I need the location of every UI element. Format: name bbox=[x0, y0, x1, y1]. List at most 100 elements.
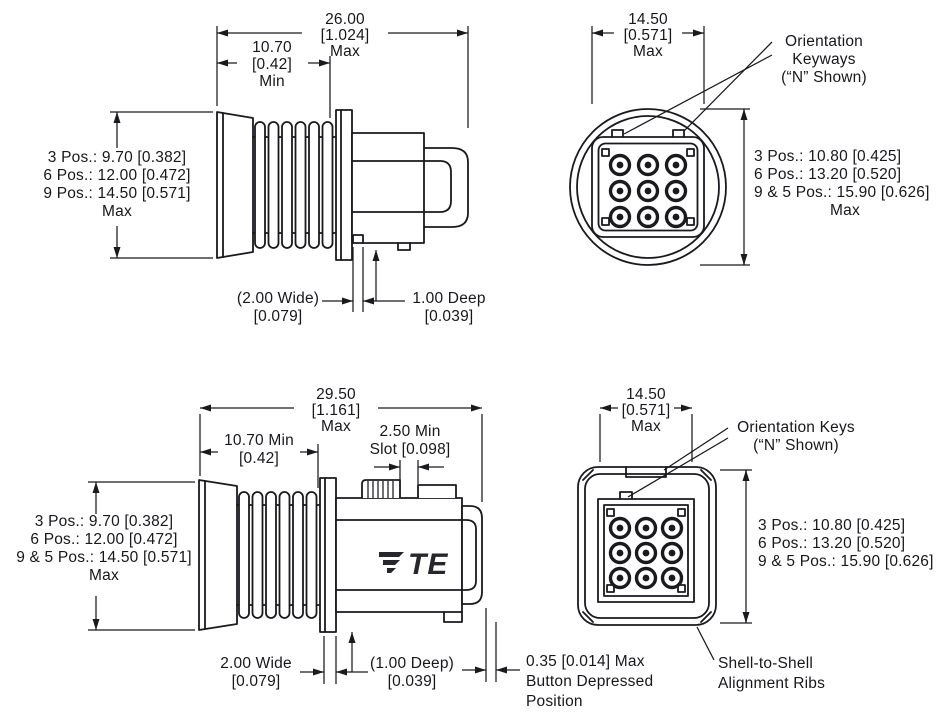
orientation-keyways bbox=[611, 129, 685, 138]
keyways-callout: Orientation Keyways (“N” Shown) bbox=[623, 33, 867, 135]
outer-shell-circle bbox=[569, 108, 727, 266]
shell-ribs-callout: Shell-to-Shell Alignment Ribs bbox=[696, 626, 825, 692]
front-width-qual: Max bbox=[631, 418, 661, 435]
keyways-line3: (“N” Shown) bbox=[781, 69, 867, 86]
groove-depth-label: (1.00 Deep) bbox=[370, 655, 454, 672]
button-line3: Position bbox=[526, 693, 583, 710]
dim-overall-mm: 29.50 bbox=[316, 386, 356, 403]
mounting-flange bbox=[335, 109, 353, 261]
dim-seal-mm: 10.70 bbox=[252, 39, 292, 56]
te-logo-mark bbox=[379, 552, 404, 573]
front-width-in: [0.571] bbox=[624, 27, 673, 44]
groove-width-in: [0.079] bbox=[232, 673, 281, 690]
dim-seal-mm: 10.70 Min bbox=[224, 432, 294, 449]
keyways-line2: Keyways bbox=[792, 51, 855, 68]
slot-in: Slot [0.098] bbox=[370, 441, 451, 458]
keys-line2: (“N” Shown) bbox=[753, 437, 839, 454]
dia-9-5pos: 9 & 5 Pos.: 15.90 [0.626] bbox=[754, 184, 930, 201]
dim-groove: (2.00 Wide) [0.079] 1.00 Deep [0.039] bbox=[237, 247, 485, 325]
dia-qual: Max bbox=[830, 202, 860, 219]
receptacle-front-view: 14.50 [0.571] Max Orientation Keyways (“… bbox=[569, 11, 930, 266]
dim-slot: 2.50 Min Slot [0.098] bbox=[370, 423, 451, 484]
dim-height-stack: 3 Pos.: 9.70 [0.382] 6 Pos.: 12.00 [0.47… bbox=[43, 111, 213, 259]
dim-front-diameter: 3 Pos.: 10.80 [0.425] 6 Pos.: 13.20 [0.5… bbox=[700, 108, 930, 266]
keys-callout: Orientation Keys (“N” Shown) bbox=[627, 419, 855, 498]
groove-notch bbox=[352, 234, 364, 244]
cavity-outline bbox=[351, 160, 452, 213]
rear-cap bbox=[198, 479, 238, 631]
dim-overall-length: 26.00 [1.024] Max bbox=[216, 11, 469, 128]
dim-seal-in: [0.42] bbox=[252, 56, 292, 73]
plug-side-view: TE 29.50 [1.161] Max 10.70 Min [0.42] 2.… bbox=[16, 386, 653, 710]
height-6pos: 6 Pos.: 12.00 [0.472] bbox=[30, 531, 177, 548]
front-width-mm: 14.50 bbox=[626, 386, 666, 403]
te-logo: TE bbox=[379, 548, 448, 581]
keyways-line1: Orientation bbox=[785, 33, 863, 50]
alignment-ribs bbox=[582, 469, 712, 623]
wire-seal-ribs bbox=[254, 121, 334, 249]
plug-front-view: 14.50 [0.571] Max Orientation Keys (“N” … bbox=[577, 386, 934, 692]
dim-front-width: 14.50 [0.571] Max bbox=[591, 11, 705, 104]
groove-depth-in: [0.039] bbox=[388, 673, 437, 690]
mating-end bbox=[461, 505, 483, 605]
front-width-in: [0.571] bbox=[622, 402, 671, 419]
dim-seal-qual: Min bbox=[259, 73, 285, 90]
height-qual: Max bbox=[102, 203, 132, 220]
dim-seal-in: [0.42] bbox=[239, 450, 279, 467]
groove-width-label: 2.00 Wide bbox=[220, 655, 292, 672]
height-9pos: 9 Pos.: 14.50 [0.571] bbox=[43, 185, 190, 202]
contact-pins bbox=[608, 516, 684, 590]
front-width-qual: Max bbox=[633, 43, 663, 60]
ribs-line2: Alignment Ribs bbox=[718, 675, 825, 692]
receptacle-side-view: 26.00 [1.024] Max 10.70 [0.42] Min 3 Pos… bbox=[43, 11, 485, 325]
plug-front-body bbox=[577, 466, 717, 626]
groove-depth-label: 1.00 Deep bbox=[412, 290, 485, 307]
orientation-key bbox=[619, 491, 633, 500]
height-3pos: 3 Pos.: 9.70 [0.382] bbox=[48, 149, 186, 166]
dia-3pos: 3 Pos.: 10.80 [0.425] bbox=[758, 517, 905, 534]
dim-button-depressed: 0.35 [0.014] Max Button Depressed Positi… bbox=[462, 608, 653, 710]
dim-overall-length: 29.50 [1.161] Max bbox=[199, 386, 483, 502]
dim-height-stack: 3 Pos.: 9.70 [0.382] 6 Pos.: 12.00 [0.47… bbox=[16, 481, 195, 631]
button-line2: Button Depressed bbox=[526, 673, 653, 690]
contact-pins bbox=[608, 153, 688, 229]
rear-cap bbox=[216, 111, 254, 259]
groove-depth-in: [0.039] bbox=[425, 308, 474, 325]
latch-arm bbox=[417, 484, 457, 498]
latch-slot bbox=[625, 466, 667, 478]
dim-overall-qual: Max bbox=[321, 418, 351, 435]
plug-side-body: TE bbox=[198, 477, 483, 633]
dim-overall-in: [1.024] bbox=[321, 27, 370, 44]
groove-width-label: (2.00 Wide) bbox=[237, 290, 319, 307]
dim-seal-length: 10.70 Min [0.42] bbox=[200, 432, 319, 488]
dim-overall-in: [1.161] bbox=[312, 402, 361, 419]
groove-width-in: [0.079] bbox=[254, 308, 303, 325]
receptacle-front-body bbox=[569, 108, 727, 266]
dim-overall-qual: Max bbox=[330, 43, 360, 60]
receptacle-side-body bbox=[216, 109, 469, 261]
front-width-mm: 14.50 bbox=[628, 11, 668, 28]
latch-button bbox=[361, 479, 401, 498]
mounting-flange bbox=[319, 477, 337, 633]
cavity-outline bbox=[335, 519, 477, 591]
ribs-line1: Shell-to-Shell bbox=[718, 655, 813, 672]
te-logo-text: TE bbox=[408, 548, 448, 581]
dim-groove: 2.00 Wide [0.079] (1.00 Deep) [0.039] bbox=[220, 632, 454, 690]
dia-6pos: 6 Pos.: 13.20 [0.520] bbox=[754, 166, 901, 183]
dim-front-width: 14.50 [0.571] Max bbox=[599, 386, 693, 462]
button-dim: 0.35 [0.014] Max bbox=[526, 653, 645, 670]
slot-mm: 2.50 Min bbox=[379, 423, 440, 440]
dim-overall-mm: 26.00 bbox=[325, 11, 365, 28]
height-3pos: 3 Pos.: 9.70 [0.382] bbox=[35, 513, 173, 530]
wire-seal-ribs bbox=[238, 491, 318, 619]
dia-9-5pos: 9 & 5 Pos.: 15.90 [0.626] bbox=[758, 553, 934, 570]
keys-line1: Orientation Keys bbox=[737, 419, 855, 436]
dim-seal-length: 10.70 [0.42] Min bbox=[217, 39, 331, 118]
dim-front-height: 3 Pos.: 10.80 [0.425] 6 Pos.: 13.20 [0.5… bbox=[720, 469, 934, 624]
dia-6pos: 6 Pos.: 13.20 [0.520] bbox=[758, 535, 905, 552]
dia-3pos: 3 Pos.: 10.80 [0.425] bbox=[754, 148, 901, 165]
height-6pos: 6 Pos.: 12.00 [0.472] bbox=[43, 167, 190, 184]
height-qual: Max bbox=[89, 567, 119, 584]
